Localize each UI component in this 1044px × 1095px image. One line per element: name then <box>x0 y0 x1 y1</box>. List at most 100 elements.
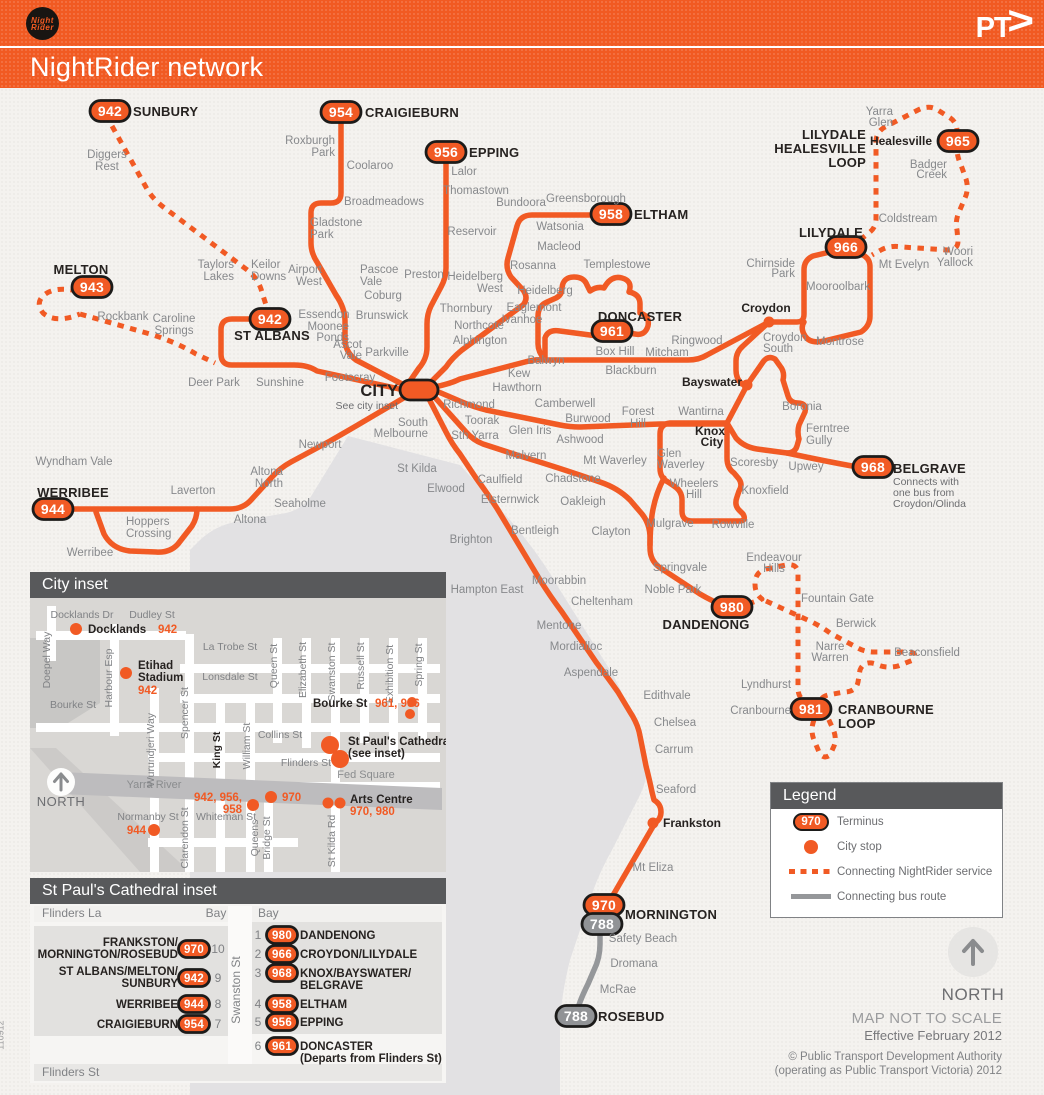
route-958-eltham <box>426 212 601 387</box>
map-label: Park <box>771 268 795 280</box>
route-badge: 958 <box>265 994 299 1014</box>
grey-route-icon <box>785 894 837 899</box>
map-label: Warren <box>811 652 848 664</box>
map-label: 958 <box>223 804 243 816</box>
map-label: Hill <box>686 489 702 501</box>
map-label: (Departs from Flinders St) <box>300 1053 442 1065</box>
route-badge: 956 <box>265 1012 299 1032</box>
route-956-epping <box>407 160 449 384</box>
map-label: Flinders St <box>42 1065 100 1079</box>
map-label: Croydon/Olinda <box>893 498 966 510</box>
map-label: LOOP <box>828 155 866 170</box>
map-label: Scoresby <box>730 457 778 469</box>
map-label: McRae <box>600 984 636 996</box>
map-label: West <box>477 283 504 295</box>
map-label: Safety Beach <box>609 933 677 945</box>
map-label: Vale <box>360 276 382 288</box>
svg-text:970: 970 <box>184 944 204 956</box>
map-label: BELGRAVE <box>893 461 966 476</box>
route-badge: 958 <box>589 202 633 226</box>
logo-text-bottom: Rider <box>31 22 54 32</box>
map-label: Bundoora <box>496 197 546 209</box>
map-label: Newport <box>299 439 343 451</box>
route-badge: 970 <box>177 939 211 959</box>
map-label: Glen <box>657 448 681 460</box>
map-label: 942, 956, <box>194 792 242 804</box>
map-label: Mitcham <box>645 347 688 359</box>
map-label: South <box>398 417 428 429</box>
svg-text:788: 788 <box>564 1008 588 1024</box>
map-label: Bourke St <box>50 699 96 711</box>
map-label: Parkville <box>365 347 408 359</box>
st-pauls-inset-title: St Paul's Cathedral inset <box>30 878 446 904</box>
map-label: Mordialloc <box>550 641 603 653</box>
svg-text:956: 956 <box>272 1017 292 1029</box>
map-label: 7 <box>215 1017 222 1031</box>
connecting-nightrider-routes <box>36 104 970 760</box>
map-label: 5 <box>255 1015 262 1029</box>
map-label: Airport <box>288 264 323 276</box>
map-label: Normanby St <box>117 811 178 823</box>
route-badge: 970 <box>582 893 626 917</box>
map-label: Burwood <box>565 413 610 425</box>
map-label: CRAIGIEBURN <box>365 105 459 120</box>
route-badge: 942 <box>248 307 292 331</box>
north-indicator: NORTH <box>941 926 1005 1005</box>
map-label: Berwick <box>836 618 877 630</box>
map-label: NORTH <box>37 794 85 809</box>
swanston-st-column <box>228 906 252 1064</box>
svg-text:968: 968 <box>861 459 885 475</box>
map-label: 8 <box>215 997 222 1011</box>
map-label: Narre <box>816 641 845 653</box>
map-label: Essendon <box>298 309 349 321</box>
map-label: ELTHAM <box>300 999 347 1011</box>
map-label: Edithvale <box>643 690 690 702</box>
city-stop-dot <box>331 750 349 768</box>
city-stop-dot <box>148 824 160 836</box>
map-label: South <box>763 343 793 355</box>
map-label: Doepel Way <box>41 631 53 689</box>
route-badge: 961 <box>265 1036 299 1056</box>
nightrider-logo: Night Rider <box>26 7 59 40</box>
map-label: Box Hill <box>596 346 635 358</box>
map-label: Seaford <box>656 784 696 796</box>
map-label: Woori <box>943 246 973 258</box>
map-label: Fountain Gate <box>801 593 874 605</box>
map-label: Coolaroo <box>347 160 394 172</box>
map-label: Richmond <box>443 399 495 411</box>
map-label: Rosanna <box>510 260 557 272</box>
map-label: Eaglemont <box>507 302 563 314</box>
svg-text:958: 958 <box>272 999 292 1011</box>
copyright-line1: © Public Transport Development Authority <box>788 1051 1002 1063</box>
map-label: SUNBURY <box>133 104 198 119</box>
map-label: Diggers <box>87 149 127 161</box>
city-stop-dot <box>265 791 277 803</box>
map-label: Hills <box>763 563 785 575</box>
map-label: CITY <box>360 382 398 400</box>
map-label: Roxburgh <box>285 135 335 147</box>
logo-text-top: Night <box>31 15 54 25</box>
legend-label: City stop <box>837 840 882 853</box>
svg-text:942: 942 <box>184 973 204 985</box>
map-label: Mentone <box>537 620 582 632</box>
map-label: Thornbury <box>440 303 493 315</box>
map-label: Heidelberg <box>517 285 573 297</box>
header: Night Rider PT > NightRider network <box>0 0 1044 88</box>
map-label: Downs <box>251 271 286 283</box>
city-stop-dot <box>321 736 339 754</box>
map-label: 1 <box>255 928 262 942</box>
legend-row-connecting-bus: Connecting bus route <box>771 884 1002 909</box>
map-label: Templestowe <box>583 259 650 271</box>
map-label: 961, 966 <box>375 698 420 710</box>
map-label: Chirnside <box>746 258 795 270</box>
map-label: Waverley <box>657 459 705 471</box>
route-970-frankston <box>425 394 664 900</box>
map-label: St Kilda Rd <box>326 815 338 868</box>
map-label: Cranbourne <box>730 705 791 717</box>
map-label: Lakes <box>203 271 234 283</box>
map-label: Gully <box>806 435 832 447</box>
city-stop-dot <box>741 379 753 391</box>
map-label: Whiteman St <box>196 811 256 823</box>
